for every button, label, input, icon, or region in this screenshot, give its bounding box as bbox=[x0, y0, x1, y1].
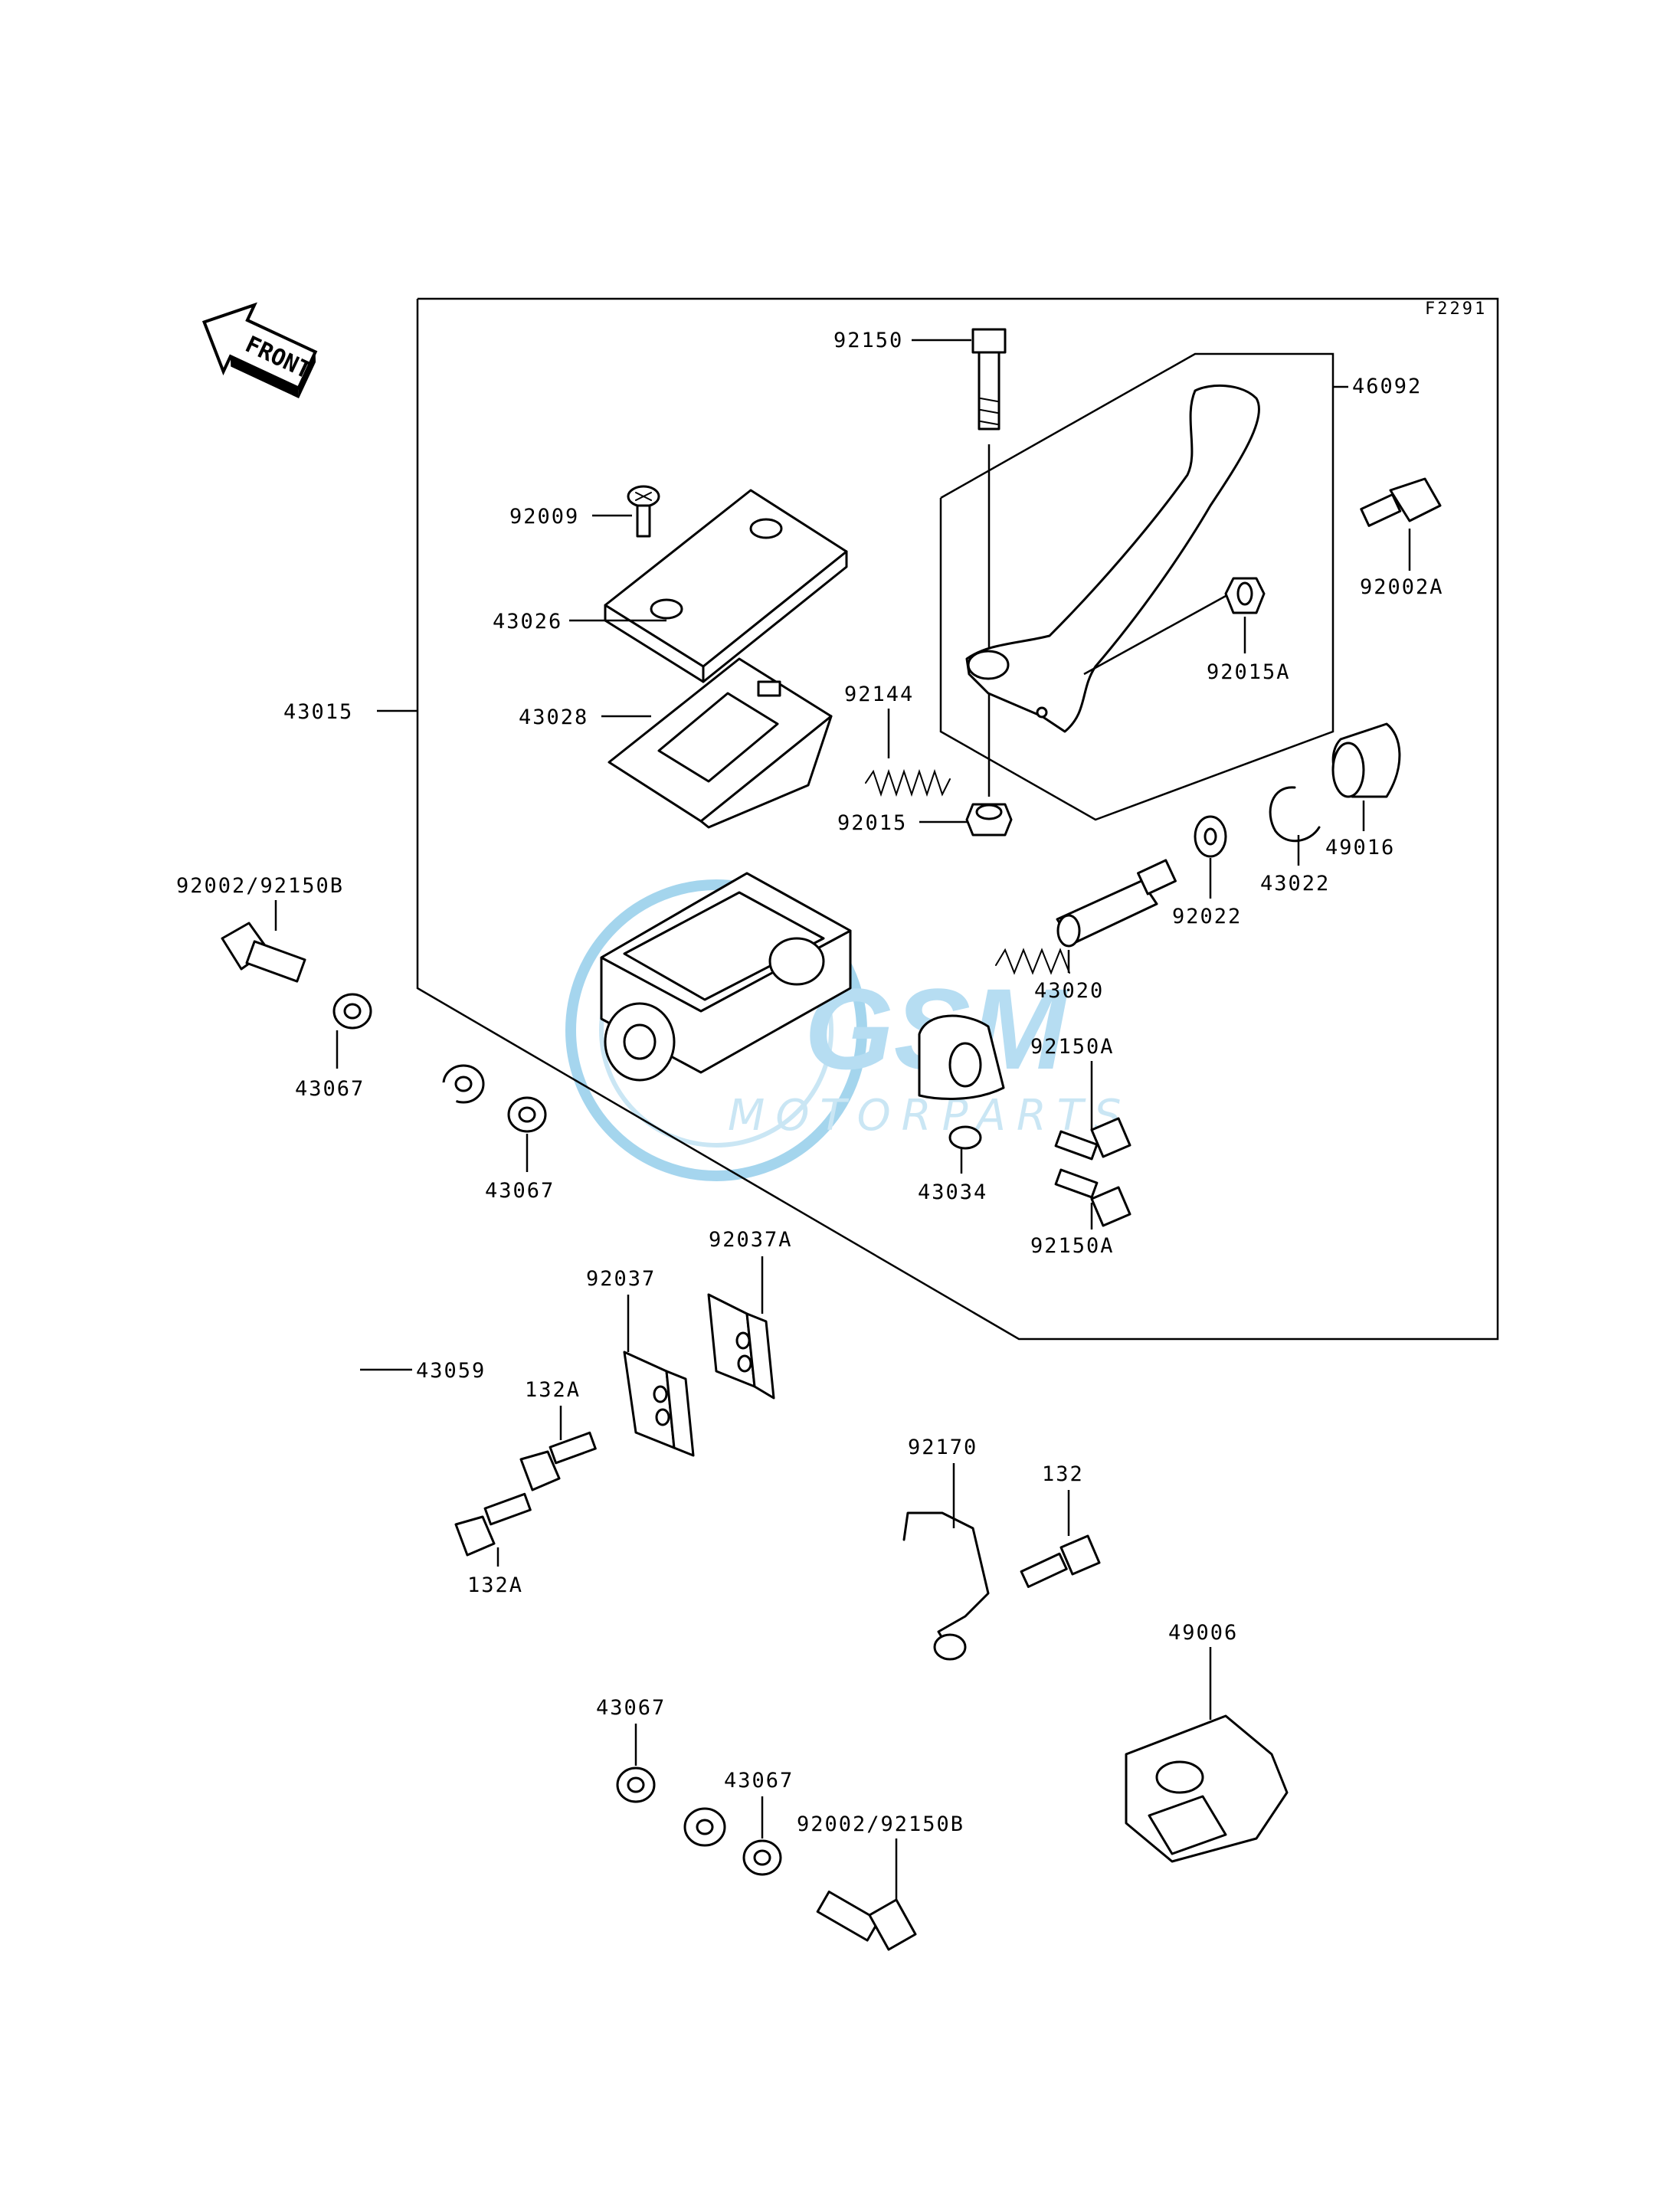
bolt-132 bbox=[1020, 1534, 1101, 1588]
label-43022: 43022 bbox=[1260, 872, 1330, 895]
label-92015: 92015 bbox=[837, 811, 907, 835]
bolt-92150A-lower bbox=[1054, 1168, 1131, 1227]
label-43028: 43028 bbox=[519, 706, 588, 729]
master-cylinder-body bbox=[600, 872, 852, 1082]
cover-43034 bbox=[918, 1014, 1005, 1150]
washer-92022 bbox=[1194, 815, 1227, 858]
label-43015: 43015 bbox=[283, 700, 353, 724]
lever-46092-outline bbox=[939, 352, 1335, 821]
label-92150: 92150 bbox=[833, 329, 903, 352]
bracket-92037 bbox=[623, 1351, 695, 1457]
bolt-132A-lower bbox=[454, 1492, 532, 1557]
label-92037A: 92037A bbox=[709, 1228, 793, 1252]
boot-49016 bbox=[1331, 722, 1401, 798]
label-92022: 92022 bbox=[1172, 905, 1242, 928]
label-43026: 43026 bbox=[493, 610, 562, 634]
spring-92144 bbox=[865, 768, 951, 797]
label-49006: 49006 bbox=[1168, 1621, 1238, 1645]
washer-43067-b bbox=[507, 1096, 547, 1133]
label-92002A: 92002A bbox=[1360, 575, 1444, 599]
circlip-43022 bbox=[1269, 786, 1321, 843]
label-92150A-b: 92150A bbox=[1030, 1234, 1115, 1258]
nut-92015 bbox=[965, 803, 1013, 837]
banjo-bolt-lower bbox=[816, 1891, 917, 1951]
piston-43020 bbox=[995, 859, 1177, 975]
label-49016: 49016 bbox=[1325, 836, 1395, 859]
reservoir-cap-43026 bbox=[604, 489, 848, 683]
bolt-132A-upper bbox=[519, 1431, 597, 1491]
label-46092: 46092 bbox=[1352, 375, 1422, 398]
washer-43067-c bbox=[616, 1766, 656, 1803]
holder-49006 bbox=[1125, 1714, 1289, 1863]
label-92009: 92009 bbox=[509, 505, 579, 529]
banjo-bolt-upper bbox=[221, 922, 306, 983]
leader-lines bbox=[274, 339, 1411, 1900]
label-43067-c: 43067 bbox=[596, 1696, 666, 1720]
figure-code: F2291 bbox=[1425, 300, 1487, 319]
bolt-92150A-upper bbox=[1054, 1117, 1131, 1161]
nut-92015A bbox=[1083, 577, 1266, 676]
bolt-92002A bbox=[1360, 477, 1442, 527]
label-92170: 92170 bbox=[908, 1436, 978, 1459]
diaphragm-43028 bbox=[607, 657, 833, 829]
watermark-subtitle: MOTORPARTS bbox=[728, 1091, 1132, 1141]
brake-lever-46092 bbox=[965, 384, 1261, 733]
label-92015A: 92015A bbox=[1207, 660, 1291, 684]
label-132A-a: 132A bbox=[525, 1378, 581, 1402]
label-43067-d: 43067 bbox=[724, 1769, 794, 1793]
clamp-92170 bbox=[902, 1511, 990, 1661]
bracket-92037A bbox=[707, 1293, 775, 1400]
label-43067-a: 43067 bbox=[295, 1077, 365, 1101]
screw-92009 bbox=[627, 485, 660, 538]
label-92002-92150B-bottom: 92002/92150B bbox=[797, 1812, 964, 1836]
label-43020: 43020 bbox=[1034, 979, 1104, 1003]
label-43034: 43034 bbox=[918, 1180, 987, 1204]
label-92144: 92144 bbox=[844, 683, 914, 706]
label-43059: 43059 bbox=[416, 1359, 486, 1383]
label-43067-b: 43067 bbox=[485, 1179, 555, 1203]
label-92037: 92037 bbox=[586, 1267, 656, 1291]
front-arrow-icon: FRONT bbox=[201, 302, 318, 398]
washer-43067-a bbox=[332, 993, 372, 1030]
label-92002-92150B-top: 92002/92150B bbox=[176, 874, 344, 898]
assembly-43015-outline bbox=[416, 297, 1499, 1341]
label-92150A-a: 92150A bbox=[1030, 1035, 1115, 1059]
pivot-bolt-92150 bbox=[971, 328, 1007, 797]
label-132: 132 bbox=[1042, 1462, 1084, 1486]
label-132A-b: 132A bbox=[467, 1573, 523, 1597]
washer-43067-d bbox=[742, 1839, 782, 1876]
